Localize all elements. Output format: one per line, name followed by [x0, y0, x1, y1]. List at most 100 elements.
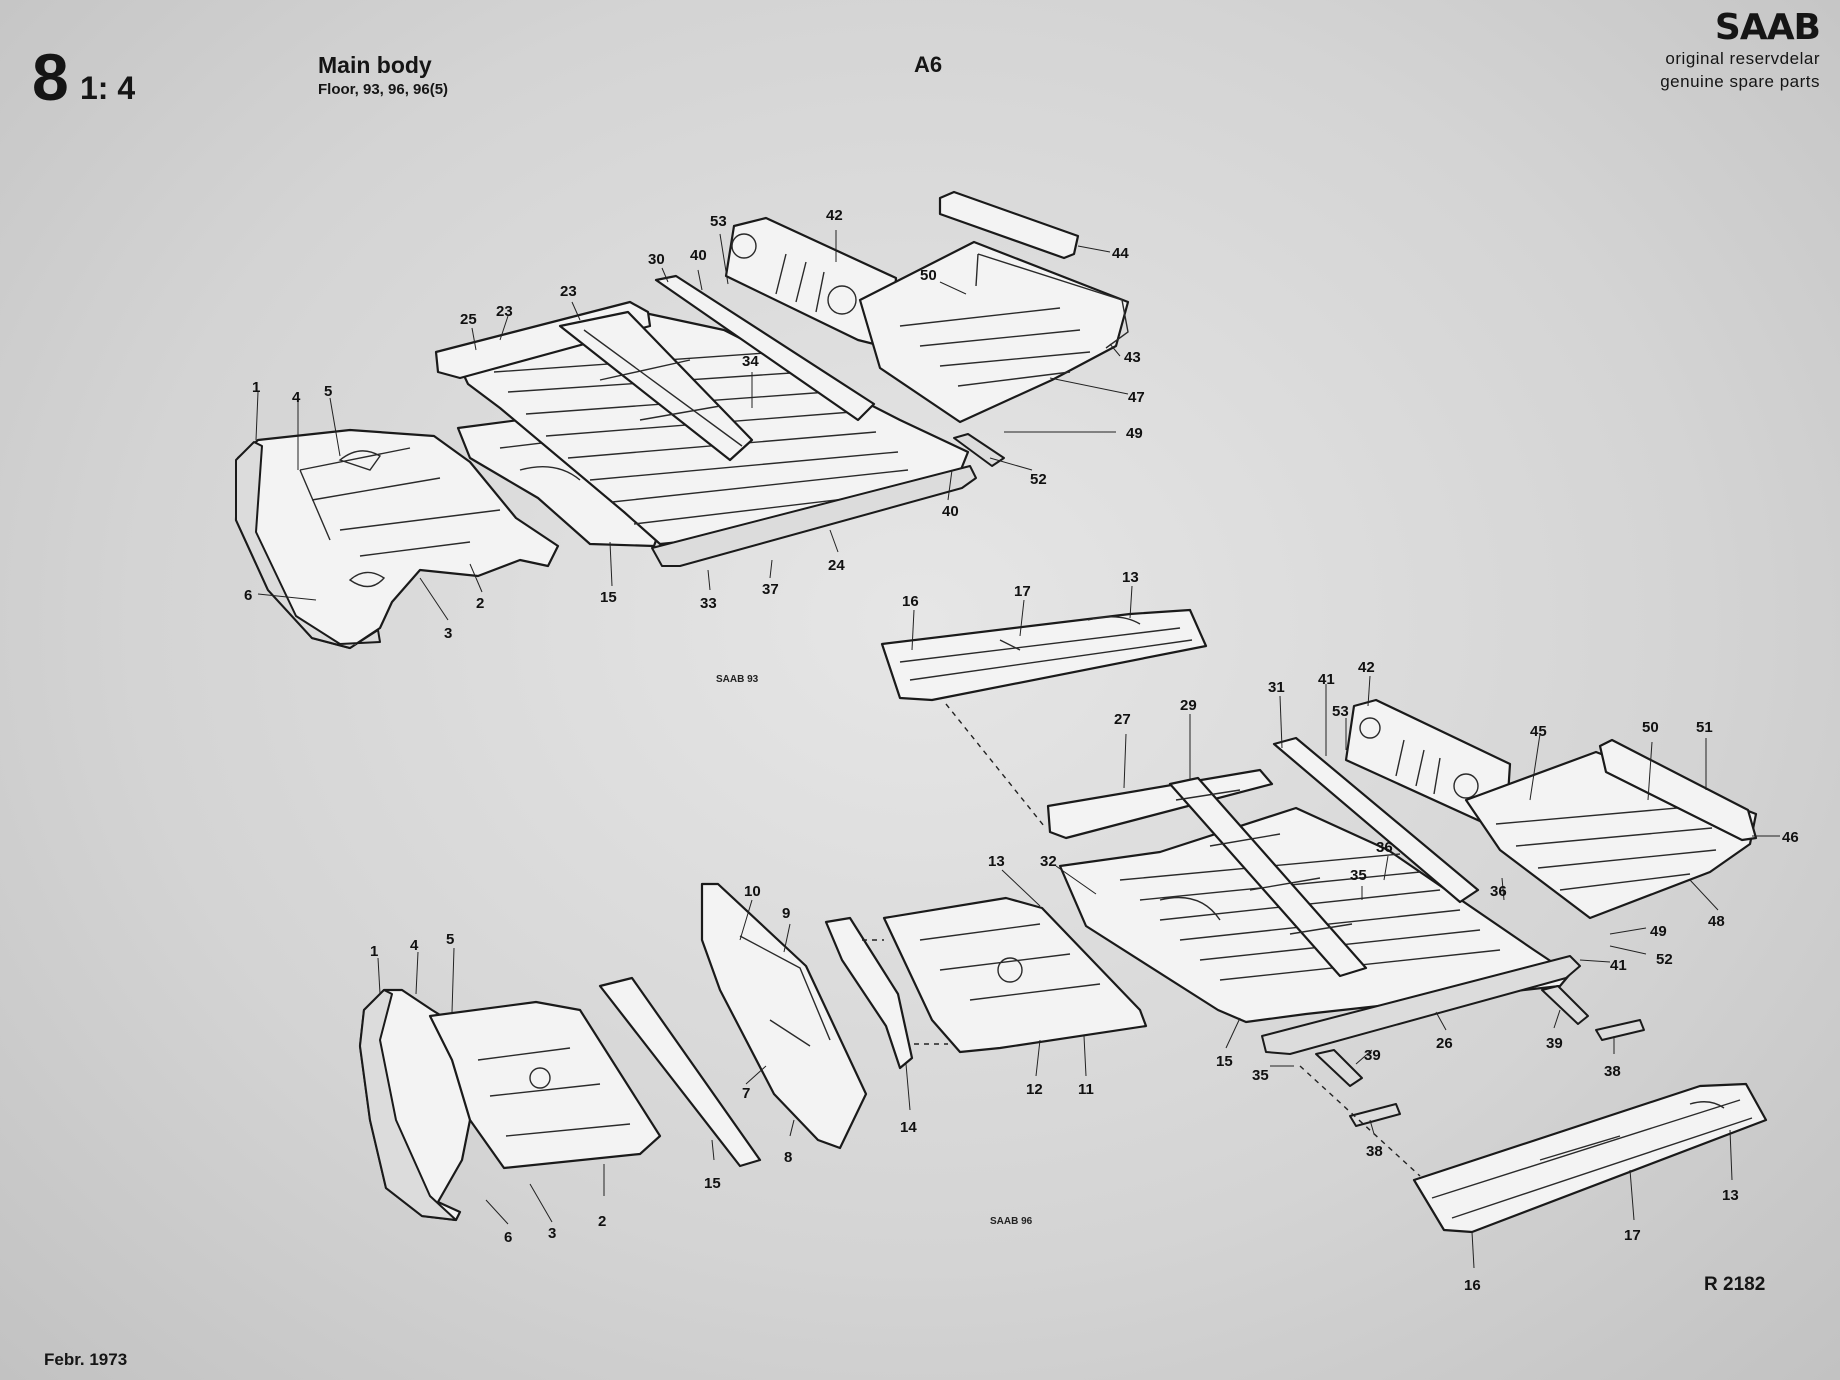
callout-96-36b: 36: [1490, 883, 1507, 900]
callout-96-50: 50: [1642, 719, 1659, 736]
tunnel-brace-29-detail: [1175, 789, 1353, 935]
rear-cross-member-44-93: [938, 190, 1080, 260]
callout-93-1: 1: [252, 379, 260, 396]
callout-96-41a: 41: [1318, 671, 1335, 688]
callout-96-48: 48: [1708, 913, 1725, 930]
callout-93-15: 15: [600, 589, 617, 606]
callout-96-26: 26: [1436, 1035, 1453, 1052]
callout-96-16a: 16: [902, 593, 919, 610]
scale-label: 1: 4: [80, 70, 136, 106]
callout-96-9: 9: [782, 905, 790, 922]
callouts-93: 1 4 5 6 3 2 15 33 37 24 40 52 49 47 43 4…: [244, 207, 1145, 685]
callout-96-35a: 35: [1350, 867, 1367, 884]
callout-93-34: 34: [742, 353, 759, 370]
heel-panel-42-holes: [731, 233, 857, 315]
rear-panel-46-96: [1598, 738, 1758, 842]
rear-floor-96-ribs: [1495, 805, 1717, 891]
brand-line-english: genuine spare parts: [1660, 71, 1820, 91]
callout-93-40b: 40: [942, 503, 959, 520]
bracket-39b-96: [1315, 1049, 1363, 1087]
drawing-reference: R 2182: [1704, 1274, 1766, 1295]
callout-93-24: 24: [828, 557, 845, 574]
cross-member-23-detail: [583, 329, 743, 447]
saab-96-assembly: 16 17 13 27 29 31 41 53 42 45 50 51 46 4…: [358, 569, 1799, 1294]
callout-96-13b: 13: [988, 853, 1005, 870]
caption-saab-96: SAAB 96: [990, 1216, 1033, 1227]
tunnel-brace-29-96: [1168, 776, 1368, 978]
callout-93-53: 53: [710, 213, 727, 230]
rear-floor-43-93: [858, 240, 1130, 424]
callout-93-3: 3: [444, 625, 452, 642]
cross-member-23-93: [558, 310, 754, 462]
callout-93-6: 6: [244, 587, 252, 604]
rear-floor-43-ribs: [899, 307, 1091, 387]
callout-96-2: 2: [598, 1213, 606, 1230]
callouts-96: 16 17 13 27 29 31 41 53 42 45 50 51 46 4…: [370, 569, 1799, 1294]
seat-rail-31-96: [1272, 736, 1480, 904]
bracket-39a-96: [1541, 985, 1589, 1025]
sill-panel-lower-96: [1412, 1082, 1768, 1234]
callout-96-38b: 38: [1366, 1143, 1383, 1160]
caption-saab-93: SAAB 93: [716, 674, 759, 685]
callout-93-49: 49: [1126, 425, 1143, 442]
callout-96-3: 3: [548, 1225, 556, 1242]
heel-panel-42-96-holes: [1359, 717, 1479, 799]
callout-96-42: 42: [1358, 659, 1375, 676]
callout-96-16b: 16: [1464, 1277, 1481, 1294]
callout-96-27: 27: [1114, 711, 1131, 728]
front-bulkhead-detail-93: [299, 447, 501, 588]
cross-member-27-96: [1046, 768, 1274, 840]
callout-93-30: 30: [648, 251, 665, 268]
alignment-dash-96-lower: [1299, 1065, 1421, 1177]
front-bulkhead-edge-93: [235, 441, 381, 649]
sill-panel-lower-detail: [1431, 1099, 1753, 1219]
callout-96-49: 49: [1650, 923, 1667, 940]
callout-96-11: 11: [1078, 1081, 1094, 1098]
callout-96-36a: 36: [1376, 839, 1393, 856]
callout-96-38a: 38: [1604, 1063, 1621, 1080]
callout-96-35b: 35: [1252, 1067, 1269, 1084]
seat-rail-30-93: [654, 274, 876, 422]
callout-96-5: 5: [446, 931, 454, 948]
callout-96-7: 7: [742, 1085, 750, 1102]
callout-96-13a: 13: [1122, 569, 1139, 586]
callout-96-4: 4: [410, 937, 419, 954]
callout-96-1: 1: [370, 943, 378, 960]
page-subtitle: Floor, 93, 96, 96(5): [318, 81, 449, 98]
brand-block: SAAB original reservdelar genuine spare …: [1650, 7, 1821, 93]
leaders-96: [377, 585, 1780, 1269]
callout-96-29: 29: [1180, 697, 1197, 714]
sill-panel-upper-detail: [899, 616, 1193, 681]
callout-96-32: 32: [1040, 853, 1057, 870]
callout-96-8: 8: [784, 1149, 792, 1166]
saab-logo: SAAB: [1714, 7, 1821, 48]
callout-93-23a: 23: [560, 283, 577, 300]
callout-96-17b: 17: [1624, 1227, 1641, 1244]
callout-93-25: 25: [460, 311, 477, 328]
callout-93-47: 47: [1128, 389, 1145, 406]
bracket-14-96: [824, 916, 914, 1070]
sill-panel-upper-96: [880, 608, 1208, 702]
callout-93-4: 4: [292, 389, 301, 406]
callout-96-12: 12: [1026, 1081, 1043, 1098]
front-bulkhead-96-edge: [359, 989, 457, 1221]
section-number: 8: [32, 40, 69, 114]
front-floor-96-detail: [919, 923, 1101, 1001]
callout-93-43: 43: [1124, 349, 1141, 366]
callout-96-52: 52: [1656, 951, 1673, 968]
callout-96-39b: 39: [1546, 1035, 1563, 1052]
page-code: A6: [914, 52, 943, 77]
sill-member-93: [651, 465, 977, 567]
rear-frame-93: [975, 253, 1129, 349]
callout-96-15a: 15: [704, 1175, 721, 1192]
toe-panel-96-detail: [477, 1047, 631, 1137]
callout-96-13c: 13: [1722, 1187, 1739, 1204]
page-title: Main body: [318, 52, 432, 78]
callout-96-46: 46: [1782, 829, 1799, 846]
bracket-38a-96: [1595, 1019, 1645, 1041]
callout-93-37: 37: [762, 581, 779, 598]
callout-93-33: 33: [700, 595, 717, 612]
callout-96-17a: 17: [1014, 583, 1031, 600]
callout-93-2: 2: [476, 595, 484, 612]
side-member-96-detail: [739, 935, 831, 1047]
